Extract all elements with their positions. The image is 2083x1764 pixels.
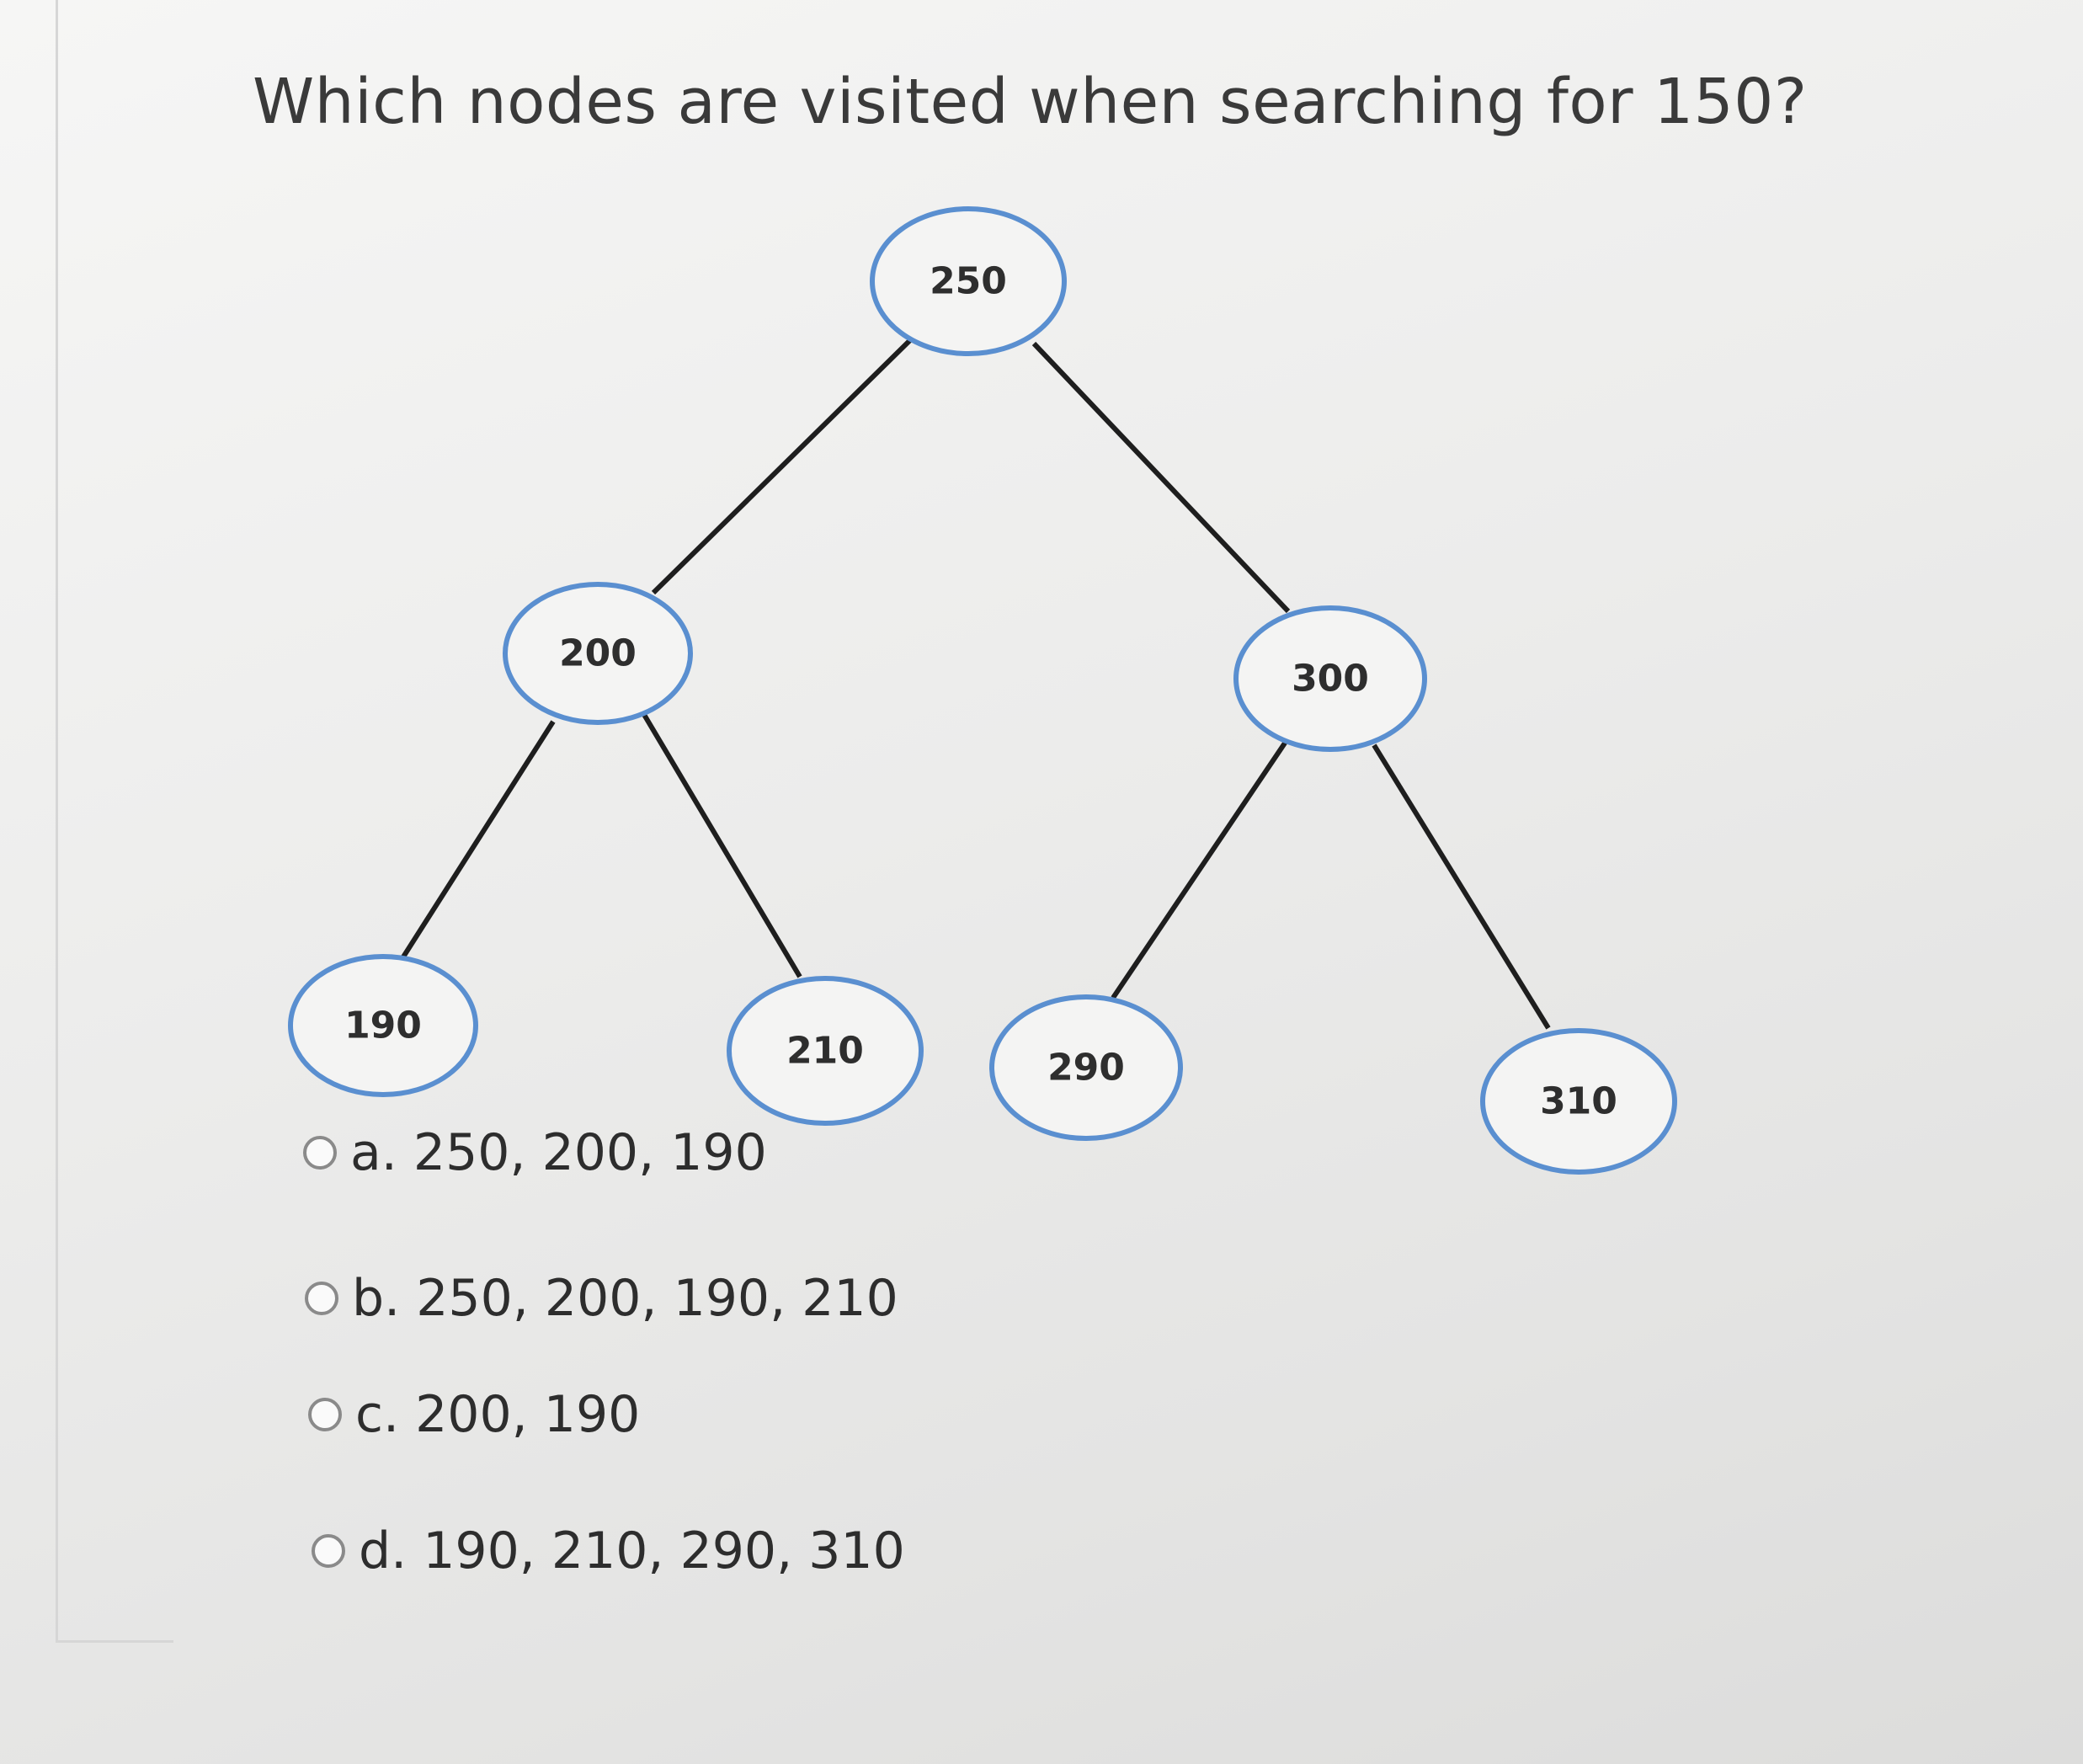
- option-b-label: b. 250, 200, 190, 210: [352, 1269, 898, 1328]
- radio-button-d[interactable]: [312, 1534, 345, 1568]
- option-d-label: d. 190, 210, 290, 310: [359, 1522, 905, 1580]
- edge-200-190: [400, 720, 556, 960]
- radio-button-b[interactable]: [305, 1282, 338, 1315]
- tree-node-200: 200: [503, 582, 693, 725]
- edge-300-310: [1372, 743, 1551, 1030]
- node-label-300: 300: [1292, 658, 1369, 701]
- radio-button-a[interactable]: [303, 1136, 337, 1170]
- node-label-190: 190: [344, 1005, 422, 1047]
- node-label-310: 310: [1540, 1080, 1617, 1123]
- content-frame-corner: [56, 1640, 173, 1643]
- option-c-label: c. 200, 190: [355, 1385, 641, 1444]
- edge-200-210: [641, 711, 802, 978]
- option-b[interactable]: b. 250, 200, 190, 210: [305, 1269, 898, 1328]
- tree-node-250: 250: [870, 206, 1067, 356]
- node-label-250: 250: [930, 260, 1007, 303]
- option-a-label: a. 250, 200, 190: [350, 1123, 767, 1182]
- option-c[interactable]: c. 200, 190: [308, 1385, 640, 1444]
- node-label-200: 200: [559, 632, 637, 675]
- option-d[interactable]: d. 190, 210, 290, 310: [312, 1522, 905, 1580]
- tree-node-190: 190: [288, 954, 478, 1097]
- tree-node-300: 300: [1233, 605, 1427, 752]
- tree-edges: [400, 337, 1551, 1030]
- node-label-210: 210: [786, 1030, 864, 1073]
- edge-250-300: [1031, 341, 1291, 614]
- edge-300-290: [1111, 740, 1288, 999]
- option-a[interactable]: a. 250, 200, 190: [303, 1123, 767, 1182]
- content-frame-border: [56, 0, 58, 1642]
- tree-node-310: 310: [1480, 1028, 1677, 1175]
- tree-node-210: 210: [727, 976, 924, 1126]
- node-label-290: 290: [1047, 1047, 1125, 1090]
- edge-250-200: [651, 337, 914, 595]
- tree-node-290: 290: [989, 994, 1183, 1141]
- question-text: Which nodes are visited when searching f…: [253, 66, 1808, 138]
- radio-button-c[interactable]: [308, 1398, 342, 1431]
